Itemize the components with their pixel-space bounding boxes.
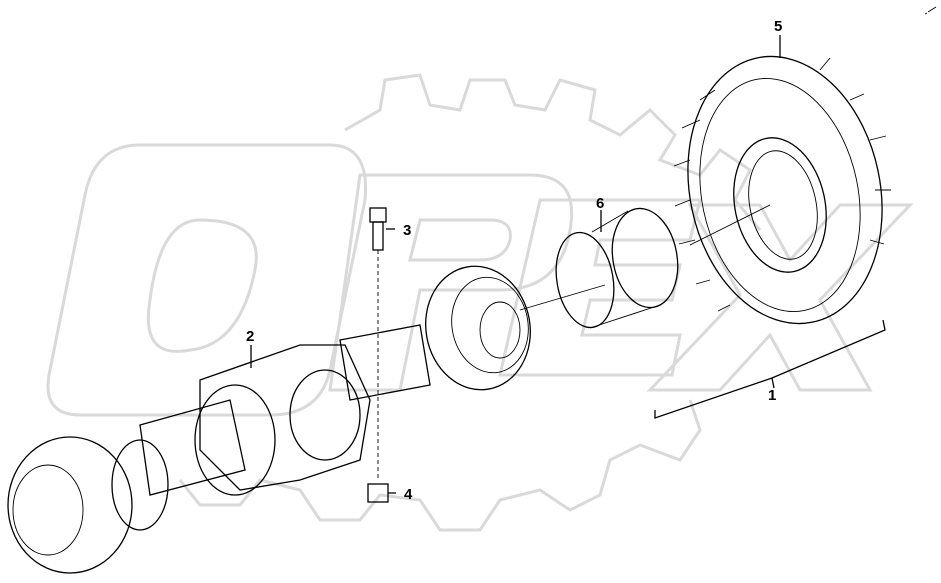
callout-2: 2 bbox=[246, 328, 254, 345]
rim bbox=[519, 204, 771, 329]
leader-lines bbox=[250, 35, 886, 494]
callout-4: 4 bbox=[404, 486, 413, 503]
callout-6: 6 bbox=[596, 195, 604, 212]
corner-arrow-icon bbox=[924, 6, 937, 15]
watermark-logo bbox=[46, 73, 914, 532]
axle-housing bbox=[7, 324, 431, 574]
callout-5: 5 bbox=[774, 18, 782, 35]
callout-1: 1 bbox=[768, 387, 776, 404]
wheel-hub bbox=[425, 265, 531, 391]
tire bbox=[673, 55, 891, 325]
callout-3: 3 bbox=[403, 222, 411, 239]
bolt bbox=[369, 207, 387, 480]
